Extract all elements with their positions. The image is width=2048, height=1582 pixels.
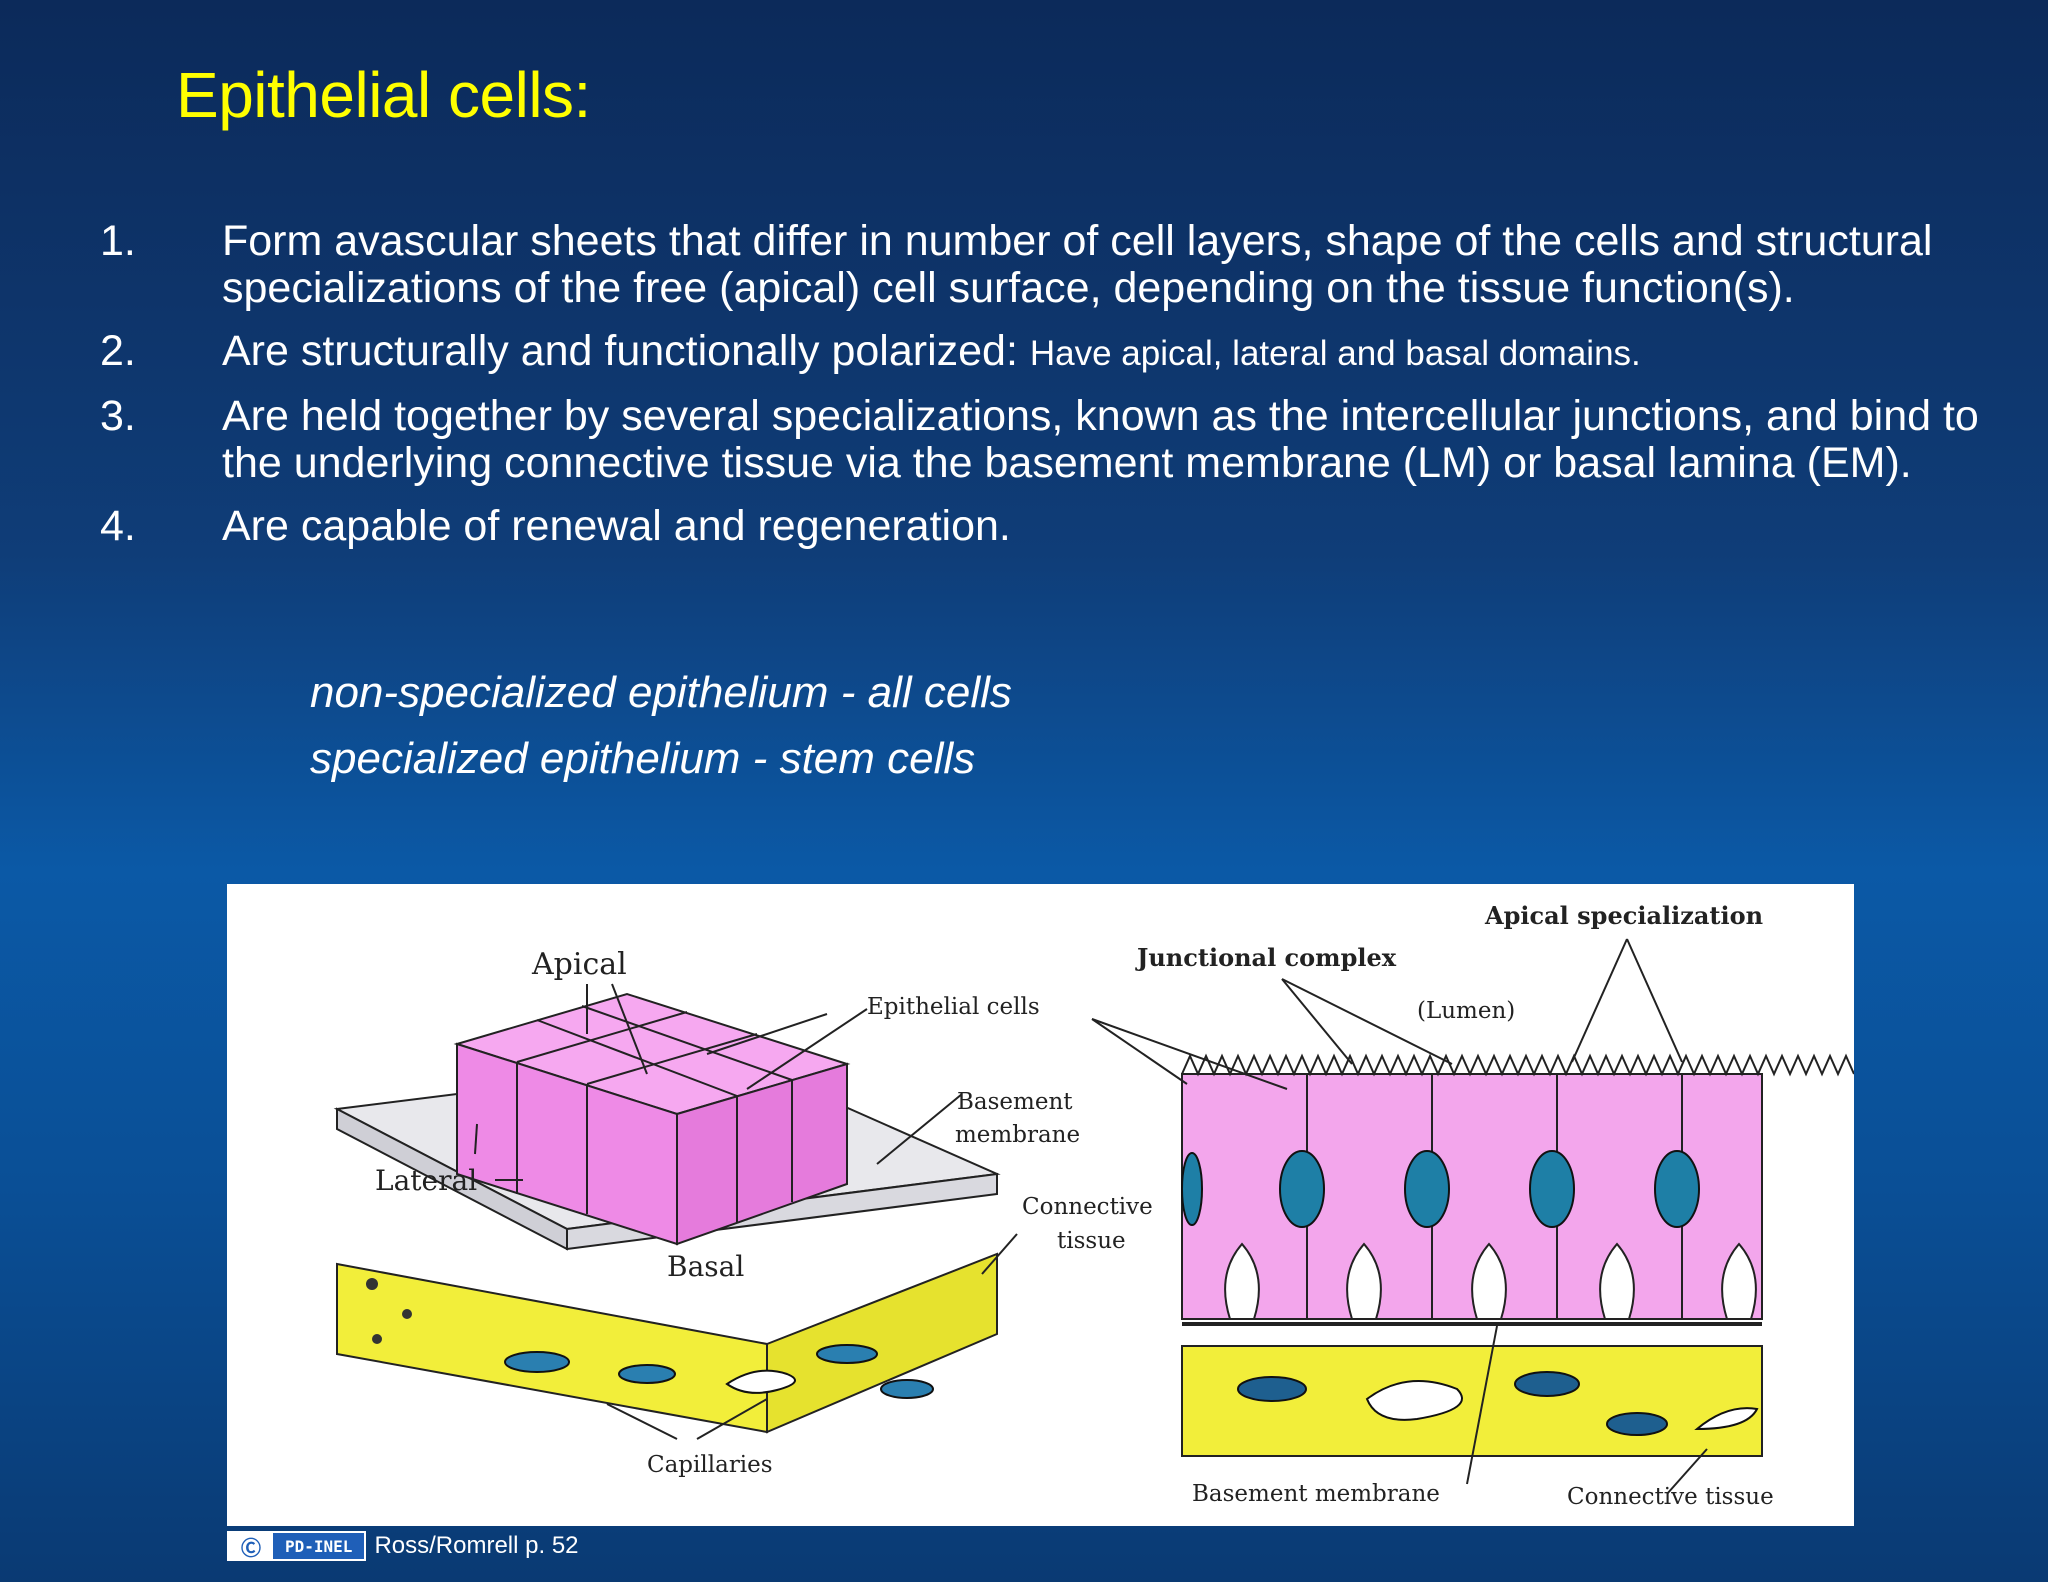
capillary [1606,1412,1668,1436]
item-text: Are capable of renewal and regeneration. [222,502,1011,550]
nucleus [1404,1150,1450,1228]
item-number: 4. [100,502,136,550]
capillary [725,1369,796,1394]
nucleus [1529,1150,1575,1228]
cell-dot [402,1309,412,1319]
goblet-cell [1346,1242,1382,1320]
license-badge: Ⓒ PD-INEL [227,1531,367,1561]
capillary [1694,1407,1759,1431]
epithelial-pointer [1091,1018,1288,1090]
junctional-pointer [1281,978,1453,1065]
capillary [816,1344,878,1364]
capillary [618,1364,676,1384]
label-connective-1: Connective [1022,1194,1153,1220]
label-basement-right: Basement membrane [1192,1481,1440,1507]
epithelial-pointer [706,1013,828,1055]
source-citation: Ross/Romrell p. 52 [374,1532,579,1559]
apical-spec-pointer [1571,938,1628,1063]
label-capillaries: Capillaries [647,1452,773,1478]
list-item: 2. Are structurally and functionally pol… [100,328,2000,377]
label-connective-2: tissue [1057,1228,1126,1254]
label-epithelial-cells: Epithelial cells [867,994,1040,1020]
epithelium-illustration: Apical Lateral Basal Epithelial cells Ba… [333,901,1854,1510]
list-item: 3. Are held together by several speciali… [100,393,2000,487]
label-apical-specialization: Apical specialization [1484,901,1763,930]
epithelium-figure: Apical Lateral Basal Epithelial cells Ba… [227,884,1854,1526]
cell-border [516,1011,688,1063]
left-block-diagram [333,983,1018,1440]
cell-block-side [676,1062,848,1246]
item-text: Form avascular sheets that differ in num… [222,217,1933,312]
goblet-cell [1721,1242,1757,1320]
capillaries-pointer [606,1403,678,1440]
italic-line-specialized: specialized epithelium - stem cells [310,734,976,783]
nucleus [1279,1150,1325,1228]
microvilli [1181,1053,1854,1077]
goblet-cell [1224,1242,1260,1320]
italic-line-nonspecialized: non-specialized epithelium - all cells [310,668,1012,717]
numbered-list: 1. Form avascular sheets that differ in … [100,218,2000,566]
cell-border [536,1019,738,1097]
basement-right-pointer [1466,1325,1498,1485]
capillary [1365,1380,1463,1421]
goblet-cell [1599,1242,1635,1320]
nucleus [1654,1150,1700,1228]
list-item: 1. Form avascular sheets that differ in … [100,218,2000,312]
credit-line: Ⓒ PD-INEL Ross/Romrell p. 52 [227,1531,579,1561]
slide-title: Epithelial cells: [176,59,591,131]
junctional-pointer [1281,978,1353,1065]
cell-border [581,1005,793,1081]
list-item: 4. Are capable of renewal and regenerati… [100,503,2000,550]
basement-pointer [876,1093,963,1165]
label-lateral: Lateral [375,1164,477,1197]
cc-icon: Ⓒ [229,1533,273,1560]
capillary [1514,1371,1580,1397]
capillary [504,1351,570,1373]
cell-dot [366,1278,378,1290]
epithelial-pointer [746,1008,868,1090]
item-text: Are structurally and functionally polari… [222,328,2000,377]
label-apical: Apical [531,947,627,982]
right-section-diagram [1091,938,1854,1495]
label-basement-2: membrane [955,1122,1080,1148]
label-lumen: (Lumen) [1417,998,1515,1024]
lateral-pointer [474,1123,478,1155]
badge-text: PD-INEL [285,1536,353,1556]
capillaries-pointer [696,1398,768,1440]
nucleus [1181,1152,1203,1226]
capillary [880,1379,934,1399]
connective-slab-side [766,1252,998,1434]
item-number: 2. [100,327,136,375]
capillary [1237,1376,1307,1402]
cell-dot [372,1334,382,1344]
connective-right-pointer [1666,1448,1708,1495]
item-main-text: Are structurally and functionally polari… [222,327,1030,375]
connective-pointer [981,1233,1018,1275]
label-basal: Basal [667,1250,744,1283]
goblet-cell [1471,1242,1507,1320]
label-basement-1: Basement [957,1089,1073,1115]
item-number: 1. [100,217,136,265]
cell-border [586,1033,758,1085]
apical-spec-pointer [1626,938,1683,1063]
label-connective-right: Connective tissue [1567,1484,1774,1510]
apical-pointer [611,983,648,1075]
label-junctional-complex: Junctional complex [1135,943,1397,972]
connective-slab-front [336,1262,768,1434]
item-text: Are held together by several specializat… [222,392,1979,487]
item-number: 3. [100,392,136,440]
item-small-text: Have apical, lateral and basal domains. [1029,334,1641,373]
epithelial-pointer [1091,1018,1188,1085]
